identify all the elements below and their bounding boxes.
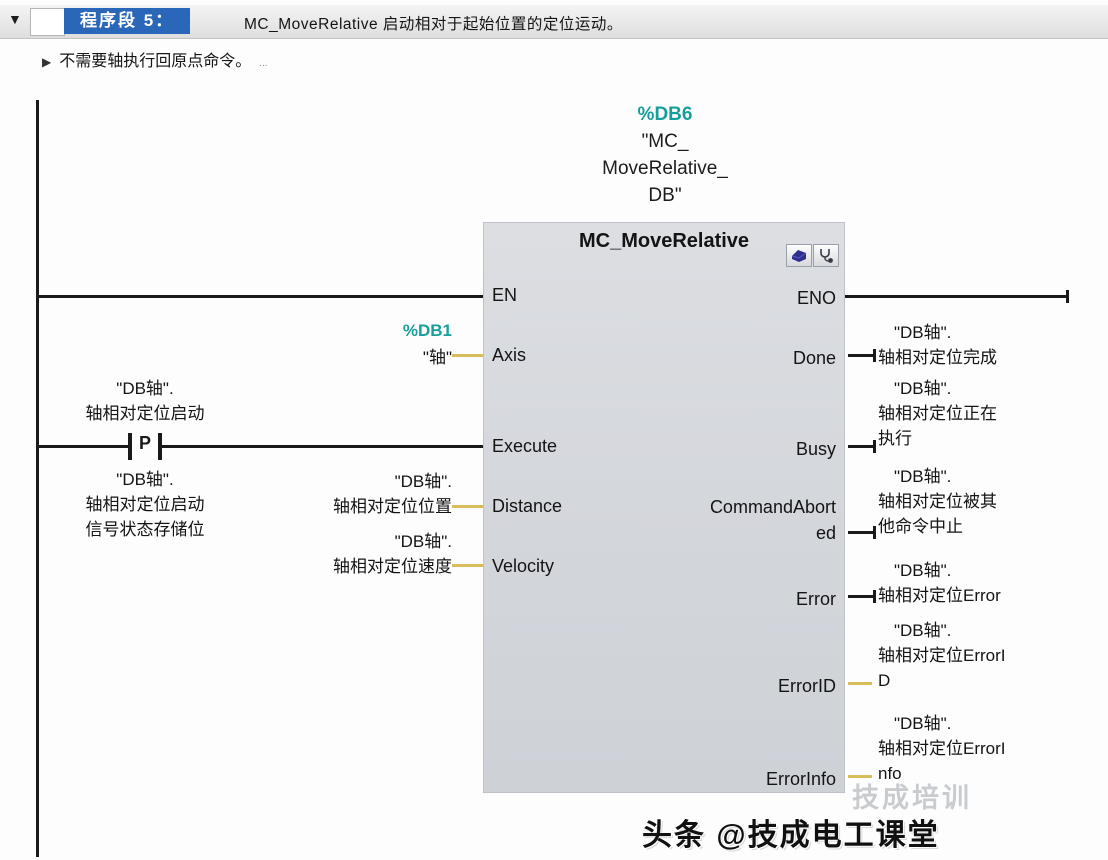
wire-eno: [845, 295, 1068, 298]
wire-done: [848, 354, 875, 357]
pin-execute[interactable]: Execute: [492, 436, 558, 456]
instance-db-name-line3: DB": [648, 185, 682, 206]
pin-done[interactable]: Done: [792, 348, 836, 368]
pin-commandaborted-line1: CommandAbort: [709, 497, 836, 517]
wire-execute-left: [38, 445, 130, 448]
operand-busy[interactable]: "DB轴". 轴相对定位正在 执行: [878, 376, 997, 451]
wire-commandaborted-tick: [873, 526, 876, 539]
p-contact-bar-right: [158, 433, 162, 460]
network-comment[interactable]: 不需要轴执行回原点命令。: [59, 53, 252, 70]
operand-done-line1: "DB轴".: [894, 323, 952, 342]
watermark-main: 头条 @技成电工课堂: [642, 819, 940, 852]
operand-error-line1: "DB轴".: [894, 561, 952, 580]
wire-errorinfo: [848, 775, 872, 778]
operand-axis[interactable]: %DB1 "轴": [330, 317, 452, 371]
operand-execute-tag[interactable]: "DB轴". 轴相对定位启动: [53, 376, 237, 426]
block-title[interactable]: MC_MoveRelative: [578, 230, 750, 252]
pin-commandaborted[interactable]: CommandAbort ed: [710, 494, 836, 546]
wire-busy-tick: [873, 440, 876, 453]
operand-distance-line2: 轴相对定位位置: [333, 497, 452, 516]
wire-velocity: [452, 564, 483, 567]
wire-commandaborted: [848, 531, 875, 534]
operand-distance[interactable]: "DB轴". 轴相对定位位置: [282, 469, 452, 519]
block-toolbar: [785, 244, 839, 267]
operand-errorid[interactable]: "DB轴". 轴相对定位ErrorI D: [878, 618, 1006, 693]
operand-commandaborted[interactable]: "DB轴". 轴相对定位被其 他命令中止: [878, 464, 997, 539]
operand-velocity-line2: 轴相对定位速度: [333, 557, 452, 576]
operand-velocity-line1: "DB轴".: [394, 532, 452, 551]
instance-db-address[interactable]: %DB6: [637, 104, 693, 125]
operand-velocity[interactable]: "DB轴". 轴相对定位速度: [282, 529, 452, 579]
operand-done[interactable]: "DB轴". 轴相对定位完成: [878, 320, 997, 370]
operand-axis-db[interactable]: %DB1: [402, 321, 452, 340]
wire-execute-right: [160, 445, 483, 448]
operand-errorinfo-line3: nfo: [878, 764, 902, 783]
operand-busy-line3: 执行: [878, 429, 912, 448]
operand-commandaborted-line1: "DB轴".: [894, 467, 952, 486]
wire-done-tick: [873, 349, 876, 362]
stethoscope-icon: [820, 248, 833, 263]
wire-distance: [452, 505, 483, 508]
pin-error[interactable]: Error: [796, 589, 836, 609]
p-trigger-contact[interactable]: P: [138, 433, 151, 453]
pin-en[interactable]: EN: [492, 285, 518, 305]
network-title-box[interactable]: [30, 8, 65, 36]
operand-axis-name: "轴": [422, 348, 452, 367]
pin-velocity[interactable]: Velocity: [492, 556, 555, 576]
operand-errorid-line1: "DB轴".: [894, 621, 952, 640]
operand-errorinfo-line1: "DB轴".: [894, 714, 952, 733]
operand-trigger-line3: 信号状态存储位: [85, 520, 205, 539]
operand-errorinfo[interactable]: "DB轴". 轴相对定位ErrorI nfo: [878, 711, 1006, 786]
operand-errorid-line3: D: [878, 671, 891, 690]
instance-db-name-line2: MoveRelative_: [602, 158, 728, 179]
operand-busy-line2: 轴相对定位正在: [878, 404, 997, 423]
operand-distance-line1: "DB轴".: [394, 472, 452, 491]
wire-errorid: [848, 682, 872, 685]
operand-errorinfo-line2: 轴相对定位ErrorI: [878, 739, 1006, 758]
pin-eno[interactable]: ENO: [796, 288, 836, 308]
wire-error: [848, 595, 875, 598]
operand-error-line2: 轴相对定位Error: [878, 586, 1001, 605]
pin-commandaborted-line2: ed: [815, 523, 836, 543]
wire-eno-end-tick: [1066, 290, 1069, 303]
operand-commandaborted-line3: 他命令中止: [878, 517, 963, 536]
comment-expand-icon[interactable]: ▶: [42, 55, 52, 69]
operand-trigger-line1: "DB轴".: [116, 470, 174, 489]
wire-error-tick: [873, 590, 876, 603]
pin-busy[interactable]: Busy: [795, 439, 836, 459]
pin-distance[interactable]: Distance: [492, 496, 563, 516]
operand-done-line2: 轴相对定位完成: [878, 348, 997, 367]
operand-errorid-line2: 轴相对定位ErrorI: [878, 646, 1006, 665]
pin-errorid[interactable]: ErrorID: [778, 676, 836, 696]
instance-db-name-line1: "MC_: [641, 131, 689, 152]
power-rail-left: [36, 100, 39, 857]
diagnostics-button[interactable]: [813, 244, 839, 267]
operand-commandaborted-line2: 轴相对定位被其: [878, 492, 997, 511]
operand-trigger-memory-tag[interactable]: "DB轴". 轴相对定位启动 信号状态存储位: [53, 467, 237, 542]
open-block-icon: [791, 250, 807, 262]
open-instance-db-button[interactable]: [786, 244, 812, 267]
wire-axis: [452, 354, 483, 357]
network-comment-row: ▶ 不需要轴执行回原点命令。 ...: [42, 47, 268, 71]
operand-busy-line1: "DB轴".: [894, 379, 952, 398]
pin-errorinfo[interactable]: ErrorInfo: [765, 769, 836, 789]
network-label[interactable]: 程序段 5：: [64, 8, 191, 34]
wire-en: [38, 295, 483, 298]
operand-execute-line1: "DB轴".: [116, 379, 174, 398]
wire-busy: [848, 445, 875, 448]
watermark-faint: 技成培训: [852, 783, 972, 813]
operand-trigger-line2: 轴相对定位启动: [85, 495, 205, 514]
instance-db-label[interactable]: %DB6 "MC_ MoveRelative_ DB": [540, 101, 790, 209]
operand-error[interactable]: "DB轴". 轴相对定位Error: [878, 558, 1001, 608]
network-title[interactable]: MC_MoveRelative 启动相对于起始位置的定位运动。: [244, 16, 623, 33]
collapse-network-icon[interactable]: ▼: [8, 11, 22, 27]
pin-axis[interactable]: Axis: [492, 345, 527, 365]
comment-ellipsis: ...: [259, 58, 268, 69]
operand-execute-line2: 轴相对定位启动: [85, 404, 205, 423]
p-contact-bar-left: [128, 433, 132, 460]
mc-moverelative-block[interactable]: MC_MoveRelative EN Axis Execute Distance…: [483, 222, 845, 793]
